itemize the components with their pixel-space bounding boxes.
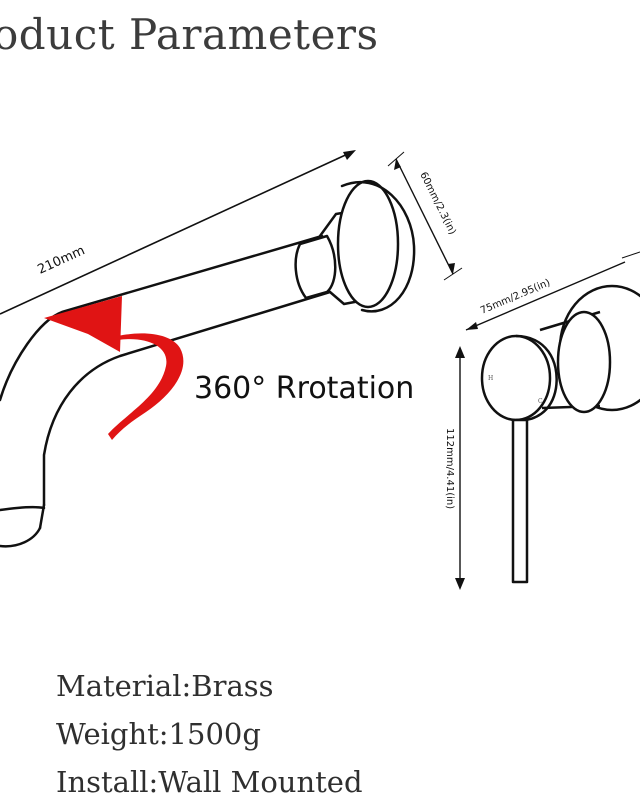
spout-length-label: 210mm [35, 243, 87, 277]
mixer-drawing [480, 284, 640, 584]
hot-mark: H [488, 375, 493, 382]
spec-list: Material:Brass Weight:1500g Install:Wall… [56, 662, 363, 806]
spec-material: Material:Brass [56, 669, 274, 703]
rotation-arrow [44, 296, 184, 440]
spec-install: Install:Wall Mounted [56, 765, 363, 799]
product-dimension-diagram: 210mm 60mm/2.3(in) 360° Rrotation H C [0, 150, 640, 590]
page-title: oduct Parameters [0, 10, 379, 59]
spout-length-dimension: 210mm [0, 150, 356, 315]
mixer-height-label: 112mm/4.41(in) [444, 428, 455, 509]
cold-mark: C [538, 398, 543, 405]
spout-drawing [0, 179, 416, 548]
spec-weight: Weight:1500g [56, 717, 261, 751]
mixer-height-dimension: 112mm/4.41(in) [444, 346, 465, 590]
rotation-label: 360° Rrotation [194, 371, 414, 406]
escutcheon-diameter-label: 60mm/2.3(in) [417, 170, 457, 236]
escutcheon-dimension: 60mm/2.3(in) [387, 151, 463, 281]
mixer-depth-label: 75mm/2.95(in) [479, 277, 552, 316]
